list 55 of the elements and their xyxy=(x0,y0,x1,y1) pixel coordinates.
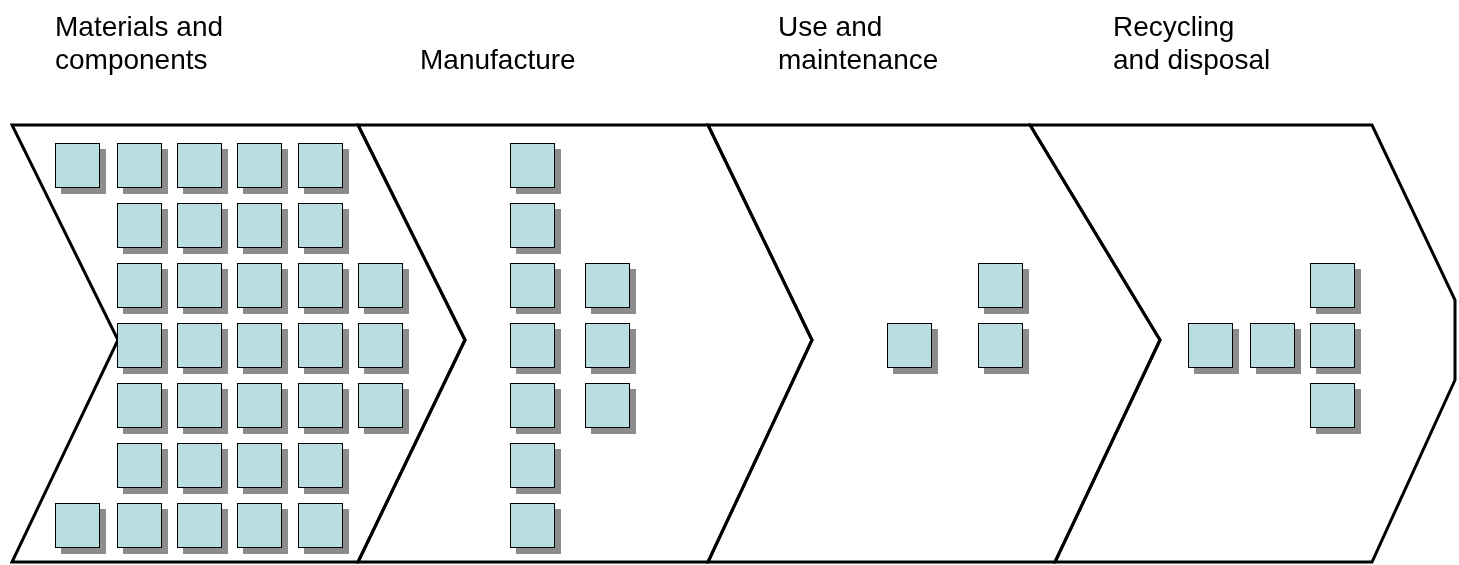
square-block xyxy=(585,263,636,314)
square-block xyxy=(510,383,561,434)
square-block xyxy=(117,203,168,254)
square-block xyxy=(117,443,168,494)
square-block xyxy=(117,503,168,554)
square-block xyxy=(510,503,561,554)
square-block xyxy=(237,263,288,314)
square-block xyxy=(298,443,349,494)
square-block xyxy=(298,503,349,554)
square-block xyxy=(177,383,228,434)
square-block xyxy=(117,383,168,434)
square-block xyxy=(510,143,561,194)
square-block xyxy=(55,503,106,554)
square-block xyxy=(585,323,636,374)
square-block xyxy=(978,323,1029,374)
square-block xyxy=(510,203,561,254)
square-block xyxy=(237,143,288,194)
square-block xyxy=(298,323,349,374)
square-block xyxy=(237,443,288,494)
square-block xyxy=(177,203,228,254)
square-block xyxy=(298,383,349,434)
square-block xyxy=(510,443,561,494)
square-block xyxy=(1188,323,1239,374)
square-block xyxy=(1250,323,1301,374)
square-block xyxy=(978,263,1029,314)
square-block xyxy=(358,383,409,434)
square-block xyxy=(1310,323,1361,374)
square-block xyxy=(177,143,228,194)
square-block xyxy=(177,263,228,314)
square-block xyxy=(1310,263,1361,314)
square-block xyxy=(585,383,636,434)
square-block xyxy=(298,203,349,254)
square-block xyxy=(358,323,409,374)
square-block xyxy=(358,263,409,314)
stage-heading: Recycling and disposal xyxy=(1113,10,1272,76)
square-block xyxy=(55,143,106,194)
square-block xyxy=(510,323,561,374)
square-block xyxy=(117,263,168,314)
square-block xyxy=(237,383,288,434)
stage-heading: Use and maintenance xyxy=(778,10,940,76)
stage-heading: Materials and components xyxy=(55,10,225,76)
square-block xyxy=(177,443,228,494)
square-block xyxy=(237,203,288,254)
square-block xyxy=(1310,383,1361,434)
square-block xyxy=(177,323,228,374)
square-block xyxy=(298,143,349,194)
square-block xyxy=(117,323,168,374)
stage-heading: Manufacture xyxy=(420,43,577,76)
square-block xyxy=(887,323,938,374)
square-block xyxy=(510,263,561,314)
square-block xyxy=(237,323,288,374)
square-block xyxy=(237,503,288,554)
square-block xyxy=(298,263,349,314)
square-block xyxy=(177,503,228,554)
square-block xyxy=(117,143,168,194)
